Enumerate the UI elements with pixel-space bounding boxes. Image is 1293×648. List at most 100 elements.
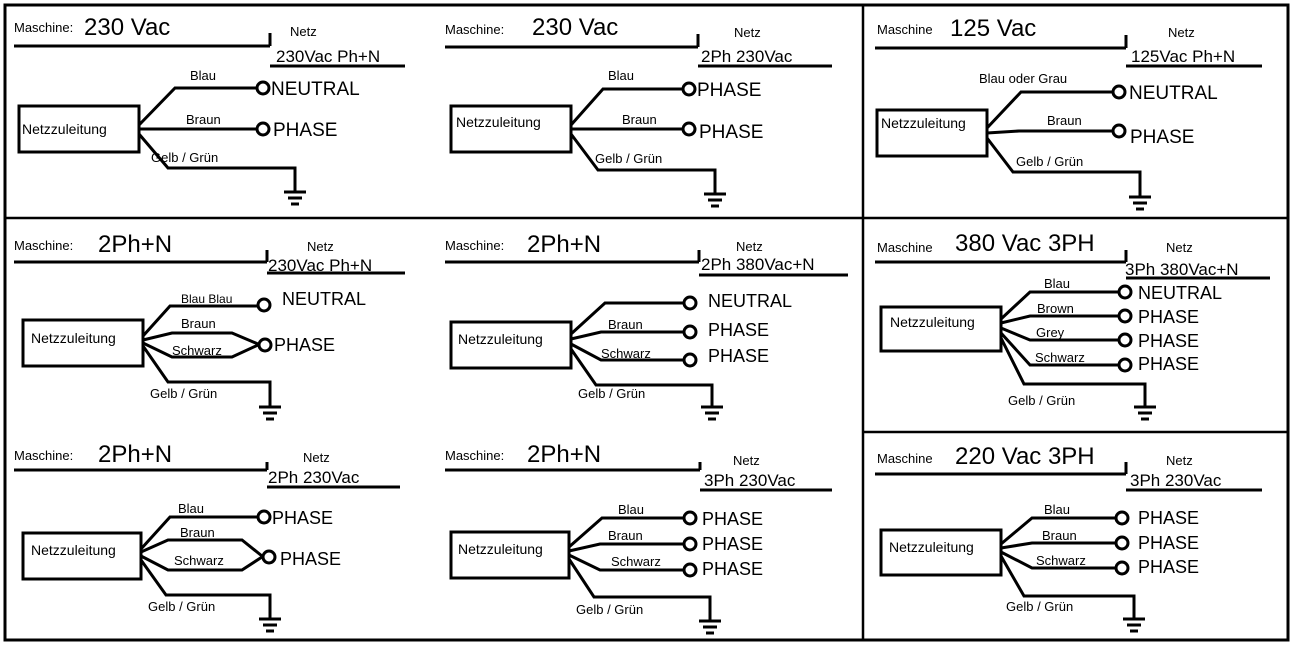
maschine-label: Maschine: (445, 238, 504, 253)
terminal-icon (255, 80, 271, 96)
maschine-voltage: 2Ph+N (527, 441, 601, 468)
wire-label: Blau Blau (181, 292, 232, 306)
terminal-label: PHASE (280, 549, 341, 569)
panel-125vac-ph-n: Maschine 125 Vac Netz 125Vac Ph+N Netzzu… (875, 15, 1262, 211)
wire-label: Schwarz (174, 553, 224, 568)
netzzuleitung-box (879, 528, 1003, 577)
wire-label: Grey (1036, 325, 1065, 340)
netz-value: 3Ph 230Vac (704, 471, 796, 490)
terminal-icon (682, 536, 698, 552)
terminal-icon (682, 510, 698, 526)
wire-label: Schwarz (1036, 553, 1086, 568)
netz-label: Netz (1166, 240, 1193, 255)
ground-wire-label: Gelb / Grün (578, 386, 645, 401)
panel-230vac-ph-n: Maschine: 230 Vac Netz 230Vac Ph+N Netzz… (14, 14, 405, 206)
terminal-icon (1117, 284, 1133, 300)
netzzuleitung-label: Netzzuleitung (456, 114, 541, 130)
wire-label: Schwarz (601, 346, 651, 361)
netzzuleitung-label: Netzzuleitung (22, 121, 107, 137)
wire-label: Braun (1042, 528, 1077, 543)
terminal-icon (255, 121, 271, 137)
maschine-voltage: 230 Vac (84, 14, 170, 41)
wire-label: Braun (608, 528, 643, 543)
netz-value: 2Ph 230Vac (701, 47, 793, 66)
terminal-label: PHASE (1138, 331, 1199, 351)
terminal-label: PHASE (702, 559, 763, 579)
terminal-icon (682, 324, 698, 340)
terminal-label: PHASE (273, 120, 337, 141)
terminal-label: NEUTRAL (282, 289, 366, 309)
netzzuleitung-label: Netzzuleitung (890, 314, 975, 330)
maschine-label: Maschine: (445, 22, 504, 37)
panel-230vac-2ph: Maschine: 230 Vac Netz 2Ph 230Vac Netzzu… (445, 14, 832, 208)
netz-label: Netz (1168, 25, 1195, 40)
maschine-label: Maschine: (14, 238, 73, 253)
panel-2ph-n-3ph-230vac: Maschine: 2Ph+N Netz 3Ph 230Vac Netzzule… (445, 441, 832, 635)
panel-2ph-n-2ph-230vac: Maschine: 2Ph+N Netz 2Ph 230Vac Netzzule… (14, 441, 400, 633)
terminal-icon (681, 81, 697, 97)
netzzuleitung-box (17, 104, 141, 154)
netz-label: Netz (734, 25, 761, 40)
terminal-icon (1111, 123, 1127, 139)
ground-icon (282, 176, 308, 206)
netz-label: Netz (736, 239, 763, 254)
netz-value: 230Vac Ph+N (276, 47, 380, 66)
netz-value: 3Ph 380Vac+N (1125, 260, 1239, 279)
netzzuleitung-label: Netzzuleitung (881, 115, 966, 131)
ground-wire-label: Gelb / Grün (1006, 599, 1073, 614)
terminal-icon (682, 295, 698, 311)
ground-wire-label: Gelb / Grün (576, 602, 643, 617)
panel-2ph-n-380vac-n: Maschine: 2Ph+N Netz 2Ph 380Vac+N Netzzu… (445, 231, 848, 421)
wire-label: Braun (181, 316, 216, 331)
wire-label: Brown (1037, 301, 1074, 316)
wire-label: Blau oder Grau (979, 71, 1067, 86)
ground-icon (1132, 391, 1158, 421)
terminal-label: PHASE (697, 80, 761, 101)
netz-label: Netz (307, 239, 334, 254)
maschine-voltage: 380 Vac 3PH (955, 230, 1095, 257)
maschine-label: Maschine (877, 240, 933, 255)
terminal-icon (1114, 535, 1130, 551)
netzzuleitung-box (449, 530, 571, 580)
ground-wire-label: Gelb / Grün (150, 386, 217, 401)
terminal-label: PHASE (272, 508, 333, 528)
netzzuleitung-box (21, 531, 143, 581)
maschine-label: Maschine (877, 22, 933, 37)
ground-wire-label: Gelb / Grün (148, 599, 215, 614)
terminal-icon (1114, 510, 1130, 526)
panel-380vac-3ph: Maschine 380 Vac 3PH Netz 3Ph 380Vac+N N… (875, 230, 1270, 421)
ground-wire-label: Gelb / Grün (1016, 154, 1083, 169)
ground-icon (699, 391, 725, 421)
terminal-icon (257, 337, 273, 353)
wire-label: Blau (190, 68, 216, 83)
maschine-label: Maschine: (14, 448, 73, 463)
terminal-icon (256, 297, 272, 313)
netzzuleitung-label: Netzzuleitung (889, 539, 974, 555)
terminal-label: PHASE (708, 320, 769, 340)
netz-value: 2Ph 380Vac+N (701, 255, 815, 274)
panel-2ph-n-230vac-ph-n: Maschine: 2Ph+N Netz 230Vac Ph+N Netzzul… (14, 231, 405, 421)
wire-label: Braun (180, 525, 215, 540)
wire-label: Schwarz (172, 343, 222, 358)
maschine-voltage: 2Ph+N (527, 231, 601, 258)
netz-value: 230Vac Ph+N (268, 256, 372, 275)
terminal-label: PHASE (708, 346, 769, 366)
ground-wire-label: Gelb / Grün (595, 151, 662, 166)
wire-label: Braun (1047, 113, 1082, 128)
maschine-voltage: 125 Vac (950, 15, 1036, 42)
terminal-label: PHASE (1138, 508, 1199, 528)
wire-label: Schwarz (611, 554, 661, 569)
wire-label: Blau (1044, 276, 1070, 291)
terminal-icon (256, 509, 272, 525)
ground-icon (257, 391, 283, 421)
netz-label: Netz (733, 453, 760, 468)
netzzuleitung-label: Netzzuleitung (31, 330, 116, 346)
terminal-label: PHASE (1138, 557, 1199, 577)
wire-label: Blau (618, 502, 644, 517)
wire-label: Braun (622, 112, 657, 127)
netzzuleitung-label: Netzzuleitung (458, 331, 543, 347)
netz-value: 125Vac Ph+N (1131, 47, 1235, 66)
terminal-icon (681, 121, 697, 137)
terminal-label: PHASE (699, 122, 763, 143)
